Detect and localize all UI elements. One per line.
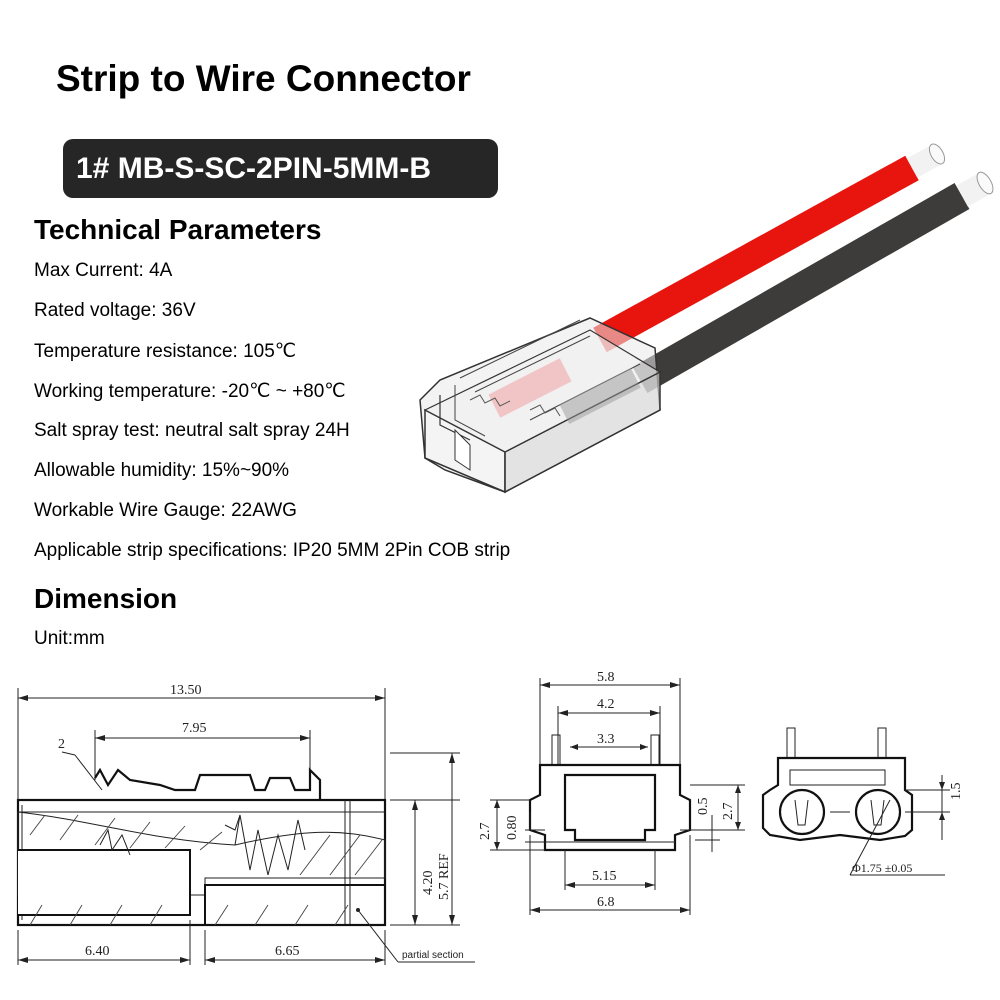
- side-overall-length: 13.50: [170, 683, 202, 698]
- unit-label: Unit:mm: [34, 628, 105, 649]
- front-bottom-outer: 6.8: [597, 895, 615, 910]
- param-strip-spec: Applicable strip specifications: IP20 5M…: [34, 540, 511, 561]
- front-left-small: 0.80: [505, 816, 520, 841]
- partial-section-note: partial section: [402, 950, 464, 961]
- end-hole-diameter: Φ1.75 ±0.05: [852, 861, 912, 875]
- side-height-inner: 4.20: [421, 871, 436, 896]
- technical-heading: Technical Parameters: [34, 214, 322, 245]
- model-label: 1# MB-S-SC-2PIN-5MM-B: [63, 139, 498, 198]
- front-top-mid: 4.2: [597, 697, 615, 712]
- black-wire: [632, 171, 994, 394]
- param-max-current: Max Current: 4A: [34, 260, 173, 281]
- front-right-height: 2.7: [721, 803, 736, 821]
- front-view-drawing: 5.8 4.2 3.3 2.7 0.80 0.5 2.7 5.15 6.8: [478, 670, 745, 915]
- connector-housing: [419, 317, 662, 494]
- front-right-small: 0.5: [696, 798, 711, 816]
- param-humidity: Allowable humidity: 15%~90%: [34, 460, 290, 481]
- front-left-height: 2.7: [478, 823, 493, 841]
- page-title: Strip to Wire Connector: [56, 58, 471, 99]
- red-wire: [593, 143, 946, 353]
- front-bottom-inner: 5.15: [592, 869, 617, 884]
- end-height: 1.5: [949, 783, 964, 801]
- dimension-heading: Dimension: [34, 583, 178, 614]
- side-height-ref: 5.7 REF: [437, 853, 452, 900]
- param-rated-voltage: Rated voltage: 36V: [34, 300, 196, 321]
- side-left-length: 6.40: [85, 944, 110, 959]
- side-right-length: 6.65: [275, 944, 300, 959]
- side-callout: 2: [58, 737, 65, 752]
- side-view-drawing: 13.50 7.95 2 6.40 6.65 4.20 5.7 REF part…: [16, 683, 475, 965]
- front-top-inner: 3.3: [597, 732, 615, 747]
- param-working-temp: Working temperature: -20℃ ~ +80℃: [34, 381, 346, 402]
- param-salt-spray: Salt spray test: neutral salt spray 24H: [34, 420, 350, 441]
- front-top-outer: 5.8: [597, 670, 615, 685]
- end-view-drawing: 1.5 Φ1.75 ±0.05: [761, 727, 964, 876]
- param-temp-resistance: Temperature resistance: 105℃: [34, 341, 297, 362]
- param-wire-gauge: Workable Wire Gauge: 22AWG: [34, 500, 297, 521]
- side-top-length: 7.95: [182, 721, 207, 736]
